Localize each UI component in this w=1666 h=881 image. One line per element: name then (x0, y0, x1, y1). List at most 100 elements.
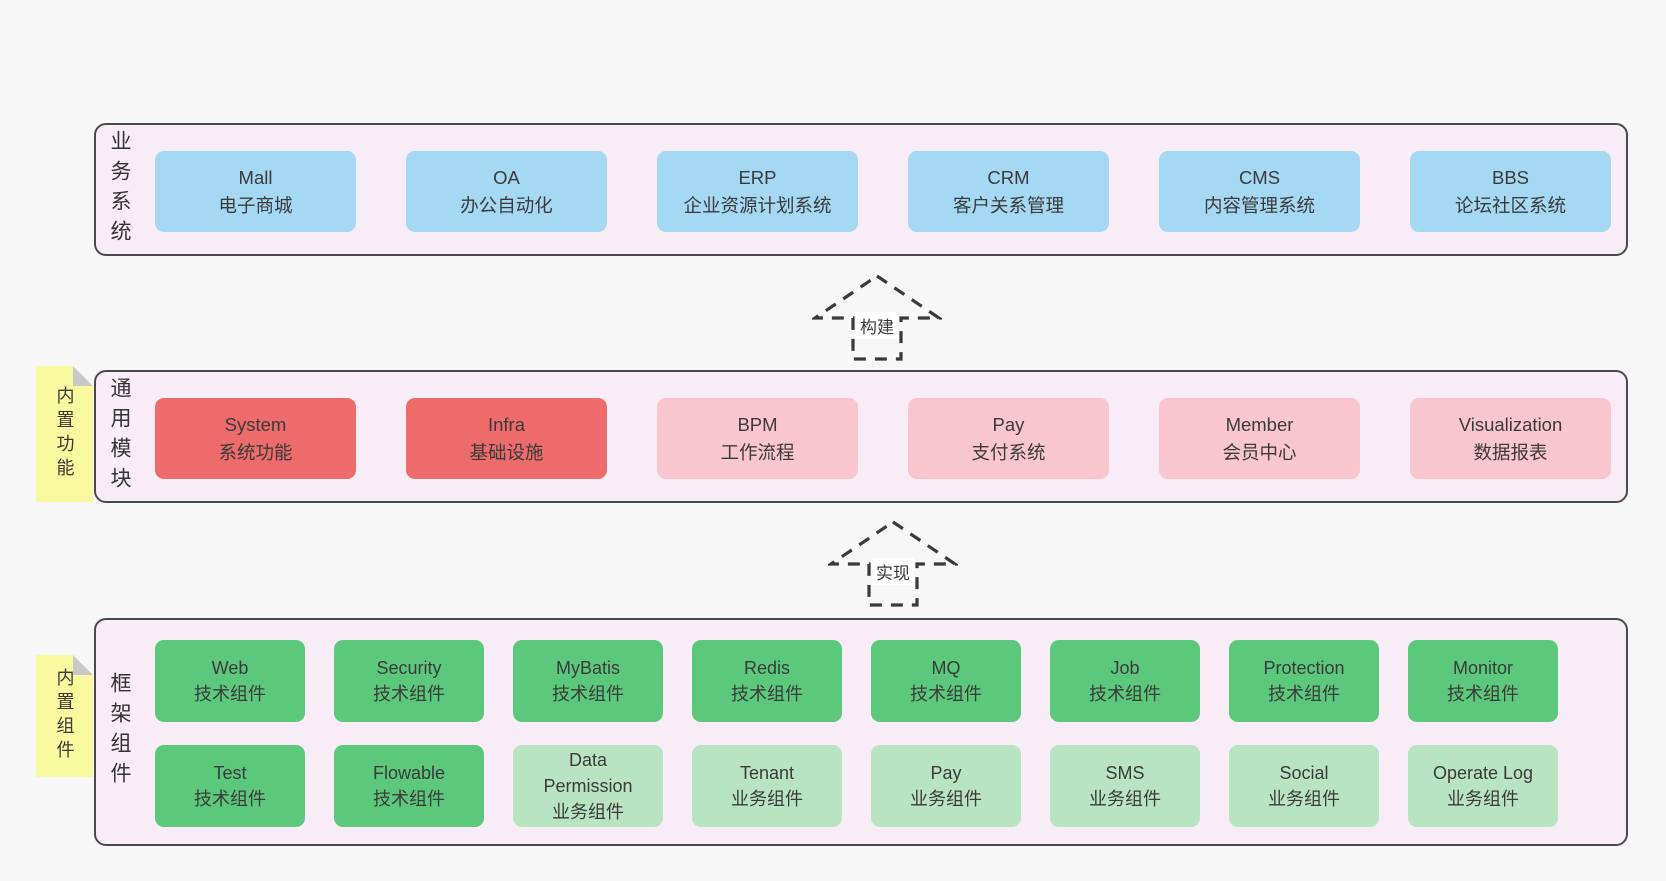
box-desc: 技术组件 (910, 684, 982, 704)
box-desc: 技术组件 (1447, 684, 1519, 704)
box-redis: Redis 技术组件 (692, 640, 842, 722)
box-desc: 业务组件 (552, 802, 624, 822)
box-name: BBS (1491, 166, 1530, 188)
sticky-note-text: 内置组件 (54, 668, 75, 764)
layer-framework-components: 框架组件 Web 技术组件 Security 技术组件 MyBatis 技术组件… (94, 618, 1628, 846)
box-system: System 系统功能 (155, 398, 356, 479)
box-member: Member 会员中心 (1159, 398, 1360, 479)
layer-label-business: 业务系统 (108, 129, 131, 250)
up-arrow-icon (812, 274, 942, 361)
layer-business-systems: 业务系统 Mall 电子商城 OA 办公自动化 ERP 企业资源计划系统 CRM… (94, 123, 1628, 256)
box-desc: 业务组件 (910, 789, 982, 809)
box-desc: 业务组件 (1447, 789, 1519, 809)
layer-label-components: 框架组件 (108, 672, 131, 792)
box-name: MQ (931, 658, 961, 678)
box-bpm: BPM 工作流程 (657, 398, 858, 479)
box-desc: 业务组件 (731, 789, 803, 809)
box-name: Tenant (739, 763, 795, 783)
layer-label-modules: 通用模块 (108, 376, 131, 497)
box-erp: ERP 企业资源计划系统 (657, 151, 858, 232)
box-mq: MQ 技术组件 (871, 640, 1021, 722)
box-name: Visualization (1458, 413, 1563, 435)
box-desc: 支付系统 (971, 441, 1046, 463)
box-pay-component: Pay 业务组件 (871, 745, 1021, 827)
box-desc: 技术组件 (194, 789, 266, 809)
box-name: Pay (930, 763, 962, 783)
box-desc: 会员中心 (1222, 441, 1297, 463)
module-box-row: System 系统功能 Infra 基础设施 BPM 工作流程 Pay 支付系统… (155, 398, 1611, 479)
up-arrow-icon (828, 520, 958, 607)
box-sms: SMS 业务组件 (1050, 745, 1200, 827)
box-name: MyBatis (555, 658, 620, 678)
sticky-note-built-in-functions: 内置功能 (36, 366, 93, 502)
component-box-row-2: Test 技术组件 Flowable 技术组件 Data Permission … (155, 745, 1558, 827)
box-name: Member (1225, 413, 1294, 435)
box-name: Protection (1263, 658, 1345, 678)
box-desc: 技术组件 (373, 789, 445, 809)
box-name: CRM (987, 166, 1030, 188)
box-desc: 内容管理系统 (1203, 194, 1315, 216)
box-name: Mall (238, 166, 273, 188)
box-desc: 技术组件 (1268, 684, 1340, 704)
box-name: BPM (737, 413, 778, 435)
box-crm: CRM 客户关系管理 (908, 151, 1109, 232)
box-desc: 工作流程 (720, 441, 795, 463)
box-desc: 业务组件 (1089, 789, 1161, 809)
box-cms: CMS 内容管理系统 (1159, 151, 1360, 232)
box-infra: Infra 基础设施 (406, 398, 607, 479)
box-data-permission: Data Permission 业务组件 (513, 745, 663, 827)
box-desc: 论坛社区系统 (1454, 194, 1566, 216)
box-name: Data Permission (543, 750, 633, 796)
box-operate-log: Operate Log 业务组件 (1408, 745, 1558, 827)
layer-common-modules: 通用模块 System 系统功能 Infra 基础设施 BPM 工作流程 Pay… (94, 370, 1628, 503)
box-name: Monitor (1452, 658, 1514, 678)
build-arrow: 构建 (812, 272, 942, 362)
box-desc: 基础设施 (469, 441, 544, 463)
box-web: Web 技术组件 (155, 640, 305, 722)
business-box-row: Mall 电子商城 OA 办公自动化 ERP 企业资源计划系统 CRM 客户关系… (155, 151, 1611, 232)
component-box-row-1: Web 技术组件 Security 技术组件 MyBatis 技术组件 Redi… (155, 640, 1558, 722)
box-tenant: Tenant 业务组件 (692, 745, 842, 827)
box-name: SMS (1105, 763, 1145, 783)
box-name: Web (211, 658, 249, 678)
box-protection: Protection 技术组件 (1229, 640, 1379, 722)
box-name: Test (213, 763, 247, 783)
sticky-note-text: 内置功能 (54, 386, 75, 482)
box-test: Test 技术组件 (155, 745, 305, 827)
box-bbs: BBS 论坛社区系统 (1410, 151, 1611, 232)
box-name: Flowable (372, 763, 446, 783)
box-desc: 技术组件 (1089, 684, 1161, 704)
box-desc: 数据报表 (1473, 441, 1548, 463)
box-name: Operate Log (1432, 763, 1534, 783)
box-name: Security (376, 658, 442, 678)
box-name: CMS (1238, 166, 1281, 188)
box-job: Job 技术组件 (1050, 640, 1200, 722)
box-desc: 技术组件 (552, 684, 624, 704)
box-name: Pay (992, 413, 1025, 435)
box-name: Social (1279, 763, 1329, 783)
box-desc: 技术组件 (731, 684, 803, 704)
box-desc: 企业资源计划系统 (683, 194, 832, 216)
box-oa: OA 办公自动化 (406, 151, 607, 232)
box-desc: 技术组件 (194, 684, 266, 704)
box-monitor: Monitor 技术组件 (1408, 640, 1558, 722)
box-mybatis: MyBatis 技术组件 (513, 640, 663, 722)
box-pay-module: Pay 支付系统 (908, 398, 1109, 479)
build-arrow-label: 构建 (856, 312, 898, 339)
box-social: Social 业务组件 (1229, 745, 1379, 827)
box-flowable: Flowable 技术组件 (334, 745, 484, 827)
box-name: Redis (743, 658, 791, 678)
box-security: Security 技术组件 (334, 640, 484, 722)
box-visualization: Visualization 数据报表 (1410, 398, 1611, 479)
box-desc: 系统功能 (218, 441, 293, 463)
box-desc: 技术组件 (373, 684, 445, 704)
box-name: Job (1110, 658, 1140, 678)
box-desc: 业务组件 (1268, 789, 1340, 809)
box-desc: 办公自动化 (460, 194, 553, 216)
implement-arrow: 实现 (828, 518, 958, 608)
box-name: System (224, 413, 287, 435)
box-name: ERP (738, 166, 777, 188)
implement-arrow-label: 实现 (872, 558, 914, 585)
box-desc: 电子商城 (218, 194, 293, 216)
